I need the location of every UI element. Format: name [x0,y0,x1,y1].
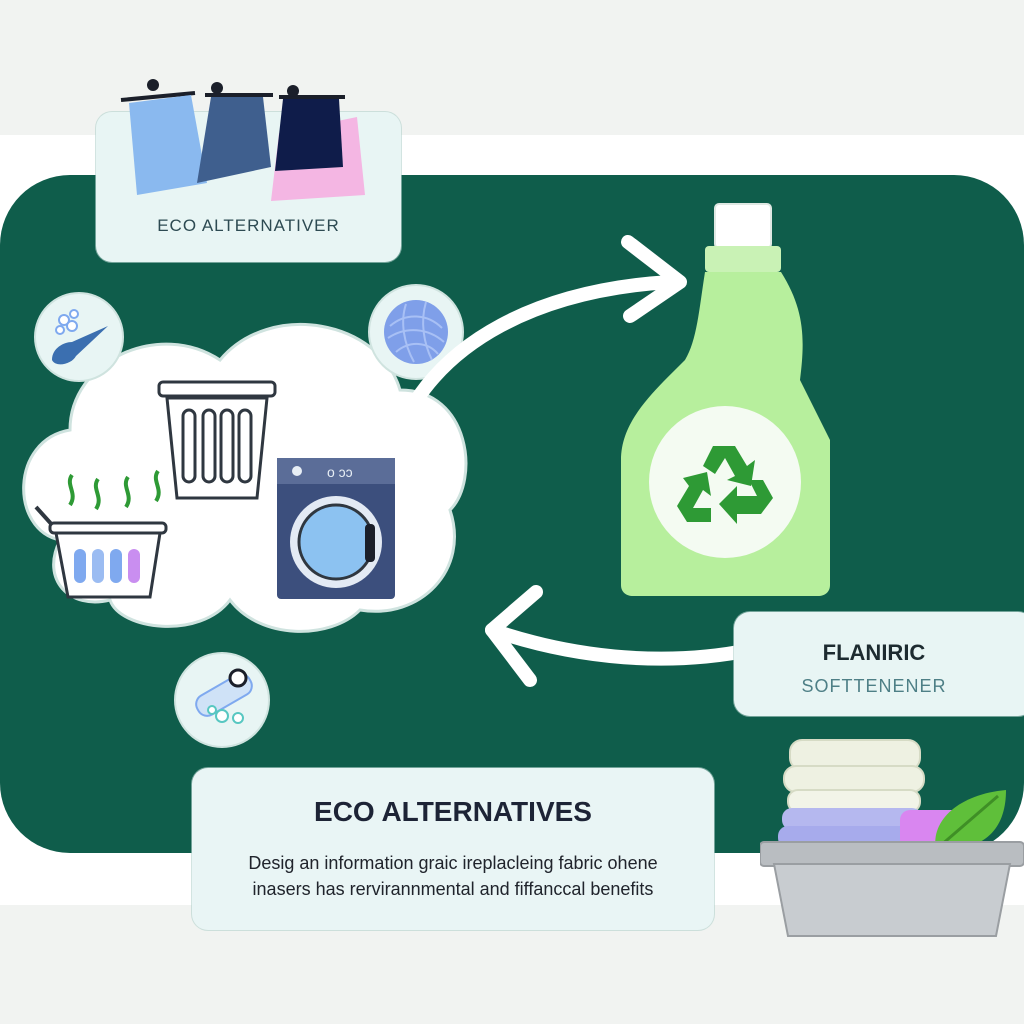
svg-text:o ɔɔ: o ɔɔ [327,464,353,480]
washing-machine-icon: o ɔɔ [275,456,397,601]
softener-bottle-icon [615,200,845,600]
bottom-label-card: ECO ALTERNATIVES Desig an information gr… [192,768,714,930]
arrow-icon [380,230,700,450]
top-card-label: ECO ALTERNATIVER [157,216,340,235]
laundry-bin-icon [155,378,280,503]
recycle-icon [675,438,775,528]
bottom-card-body: Desig an information graic ireplacleing … [248,853,658,899]
right-card-subtitle: SOFTTENENER [801,676,947,696]
bottom-card-title: ECO ALTERNATIVES [314,796,592,827]
steaming-basket-icon [30,465,175,605]
right-label-card: FLANIRIC SOFTTENENER [734,612,1024,716]
stain-remover-icon [172,650,272,750]
right-card-title: FLANIRIC [822,640,926,665]
water-drop-icon [32,290,127,385]
dryer-ball-icon [366,282,466,382]
return-arrow-icon [470,580,760,700]
hanging-clothes-icon [115,75,375,205]
folded-laundry-basket-icon [760,730,1024,940]
